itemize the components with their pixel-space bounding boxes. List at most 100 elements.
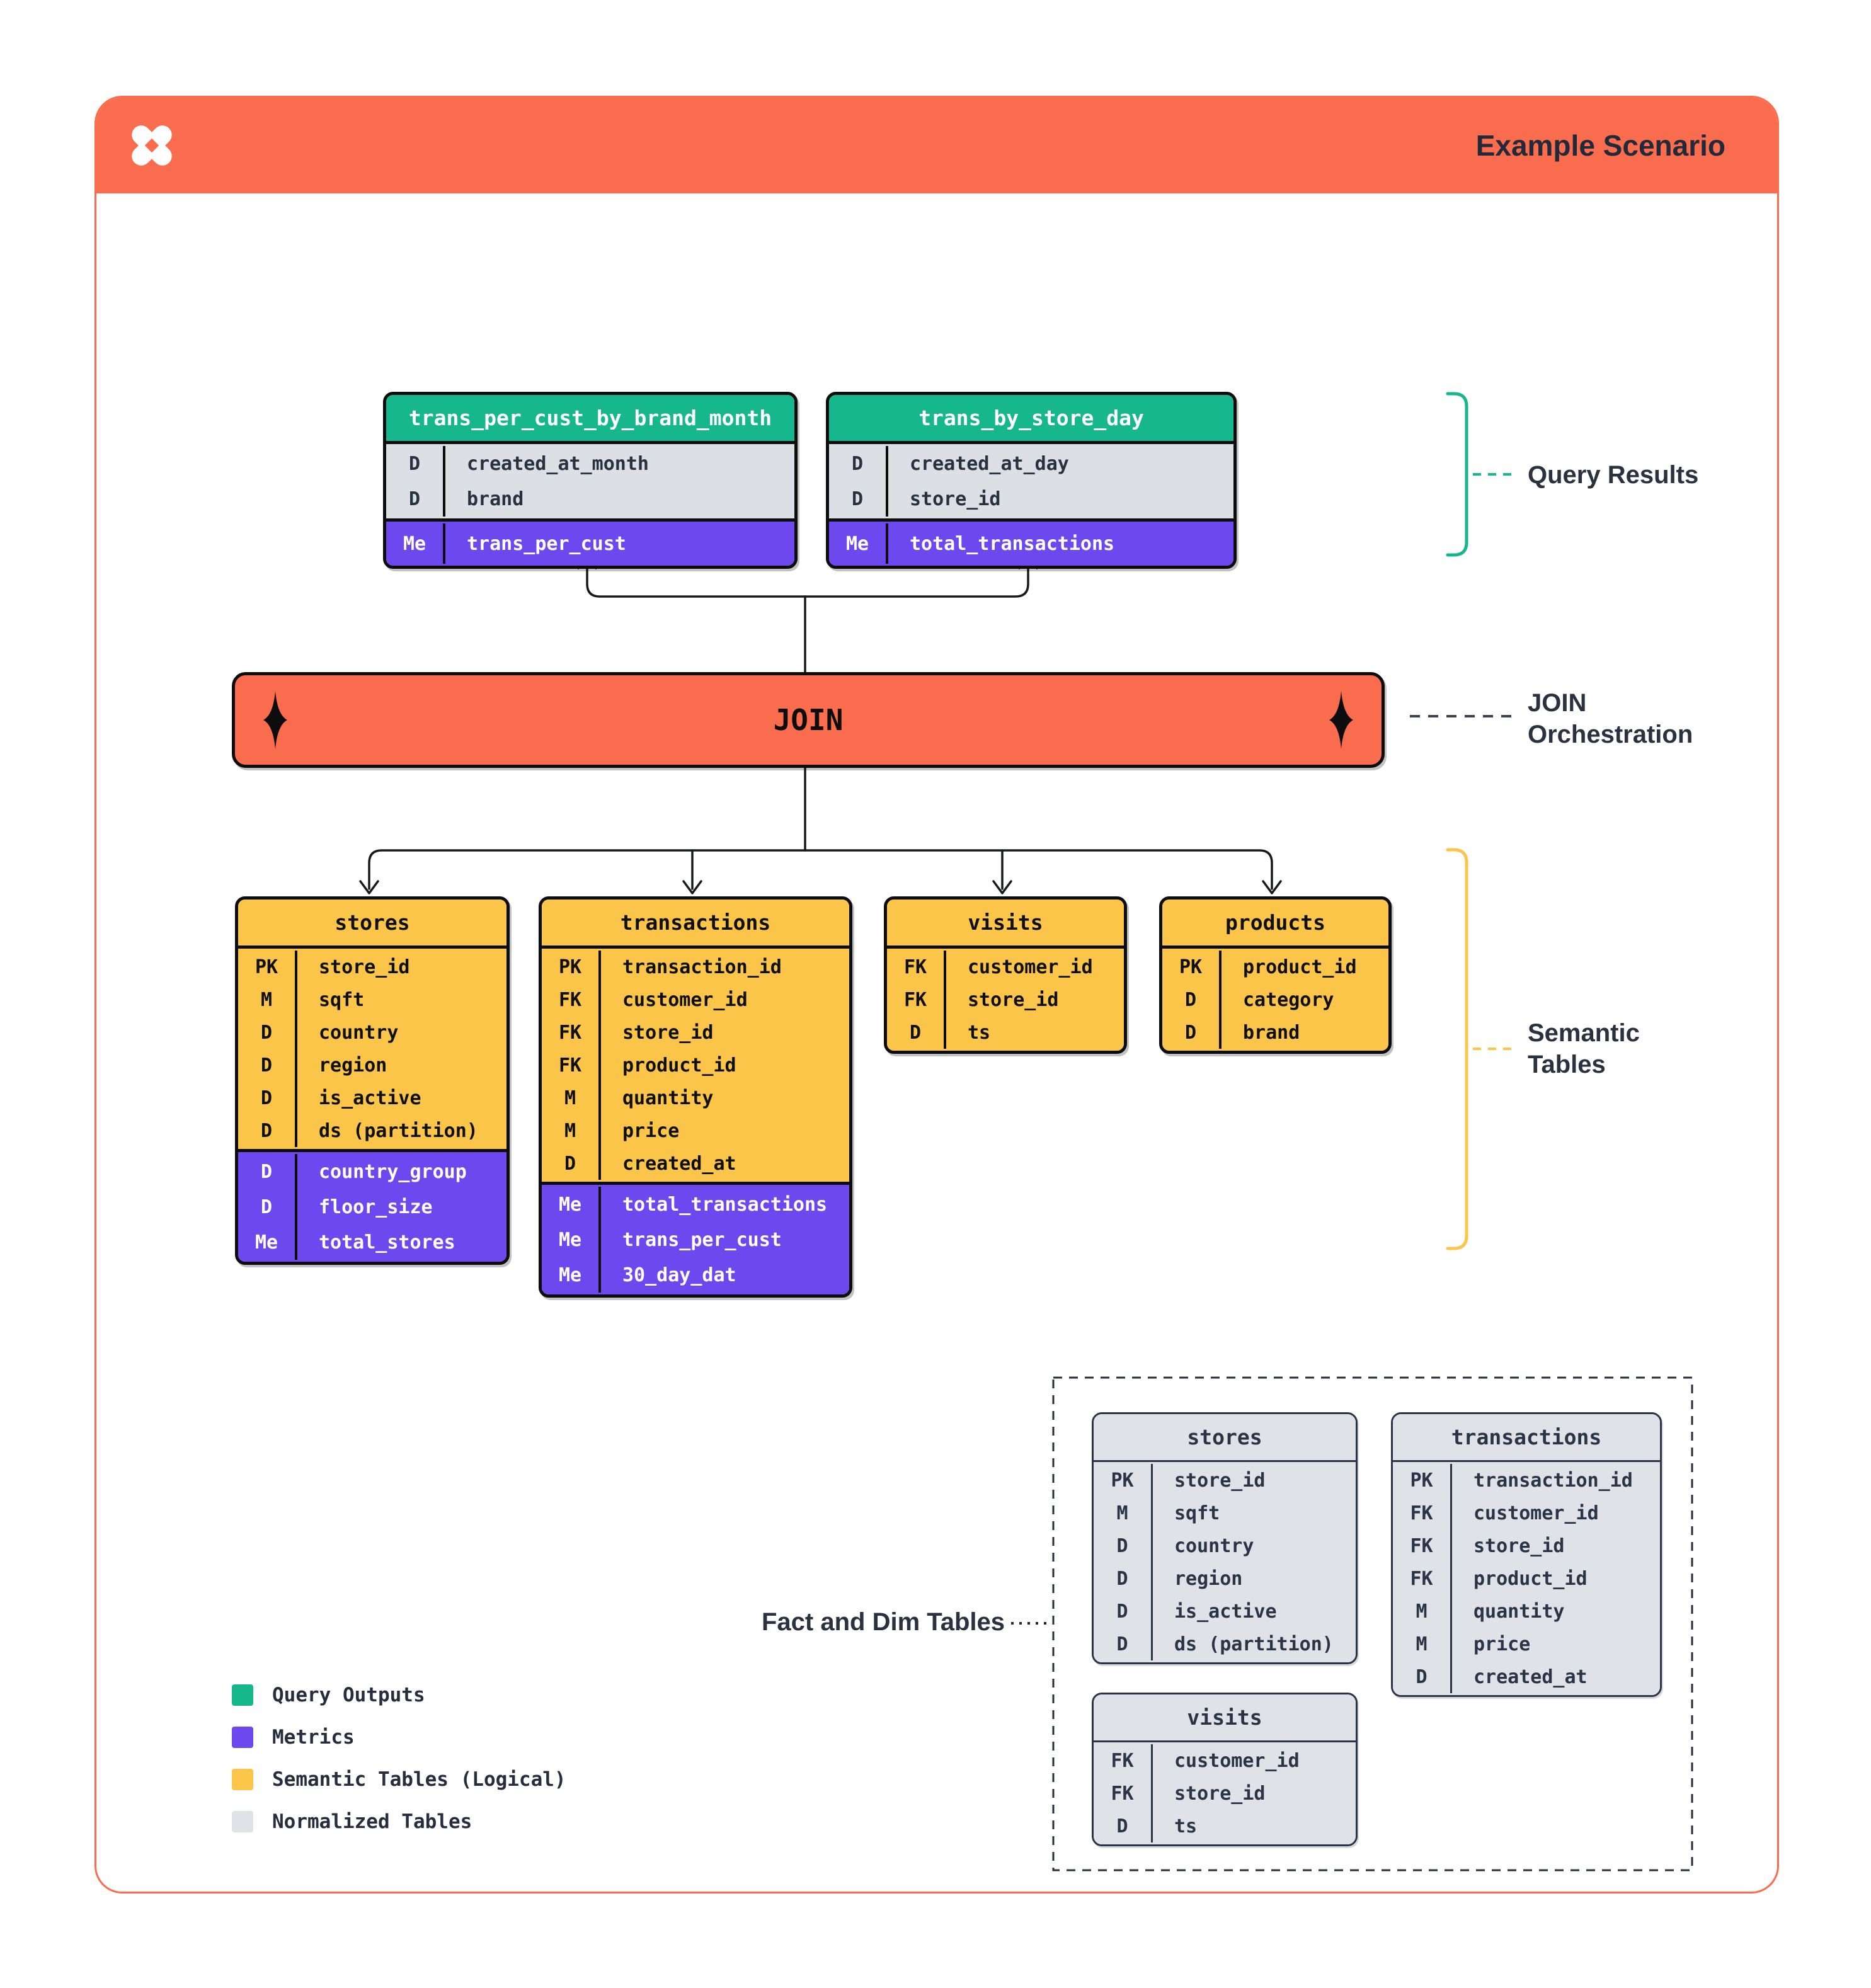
legend-swatch-green: [232, 1684, 253, 1706]
column-name: sqft: [319, 988, 365, 1011]
column-name: trans_per_cust: [622, 1228, 782, 1251]
column-key-label: D: [887, 1016, 946, 1049]
column-name: ds (partition): [1174, 1633, 1334, 1655]
table-title: transactions: [1393, 1414, 1660, 1462]
column-name: ds (partition): [319, 1119, 478, 1142]
table-title: products: [1162, 900, 1388, 949]
semantic-tables-label: Semantic Tables: [1528, 1017, 1640, 1080]
column-key-label: FK: [1094, 1744, 1153, 1777]
column-name: sqft: [1174, 1502, 1220, 1524]
column-name: store_id: [968, 988, 1059, 1011]
legend-item-normalized-tables: Normalized Tables: [232, 1809, 566, 1834]
column-name: quantity: [1473, 1600, 1565, 1623]
semantic-tables-bracket: [1446, 848, 1515, 1250]
legend-item-semantic-tables: Semantic Tables (Logical): [232, 1767, 566, 1792]
column-name: total_transactions: [910, 532, 1115, 555]
column-key-label: D: [238, 1154, 297, 1189]
column-key-label: FK: [887, 983, 946, 1016]
join-to-results-connector: [577, 555, 1038, 675]
legend-item-metrics: Metrics: [232, 1725, 566, 1750]
column-key-label: FK: [1094, 1777, 1153, 1810]
column-key-label: D: [1094, 1595, 1153, 1628]
column-key-label: D: [1094, 1628, 1153, 1660]
column-key-label: FK: [887, 951, 946, 983]
join-label: JOIN: [773, 703, 844, 737]
legend-swatch-yellow: [232, 1769, 253, 1790]
legend-item-query-outputs: Query Outputs: [232, 1682, 566, 1708]
column-key-label: D: [1393, 1660, 1452, 1693]
table-title: trans_by_store_day: [829, 395, 1233, 444]
column-name: is_active: [319, 1087, 421, 1109]
column-name: created_at_day: [910, 452, 1069, 475]
column-key-label: M: [542, 1082, 601, 1114]
table-title: transactions: [542, 900, 849, 949]
column-key-label: M: [238, 983, 297, 1016]
arrowhead-down-4: [1262, 880, 1282, 894]
column-key-label: D: [829, 481, 888, 517]
column-key-label: Me: [542, 1257, 601, 1293]
column-key-label: M: [1393, 1628, 1452, 1660]
column-key-label: D: [386, 446, 445, 481]
legend-label: Normalized Tables: [272, 1810, 472, 1833]
legend-label: Metrics: [272, 1726, 355, 1749]
column-name: store_id: [910, 488, 1001, 510]
column-name: floor_size: [319, 1196, 433, 1218]
column-name: is_active: [1174, 1600, 1277, 1623]
column-key-label: Me: [542, 1187, 601, 1222]
column-name: product_id: [1473, 1567, 1588, 1590]
arrowhead-down-2: [682, 880, 702, 894]
column-key-label: D: [1094, 1529, 1153, 1562]
column-name: created_at: [1473, 1665, 1588, 1688]
join-orchestration-label: JOIN Orchestration: [1528, 687, 1693, 750]
column-key-label: FK: [542, 1016, 601, 1049]
column-key-label: FK: [1393, 1497, 1452, 1529]
column-name: quantity: [622, 1087, 714, 1109]
column-key-label: PK: [1162, 951, 1222, 983]
column-key-label: PK: [1094, 1464, 1153, 1497]
column-key-label: M: [1393, 1595, 1452, 1628]
column-name: brand: [467, 488, 524, 510]
column-name: store_id: [1473, 1534, 1565, 1557]
column-name: ts: [968, 1021, 991, 1044]
column-name: brand: [1243, 1021, 1300, 1044]
column-key-label: Me: [386, 523, 445, 564]
column-name: store_id: [1174, 1469, 1266, 1492]
legend-label: Semantic Tables (Logical): [272, 1768, 566, 1791]
column-key-label: D: [542, 1147, 601, 1180]
